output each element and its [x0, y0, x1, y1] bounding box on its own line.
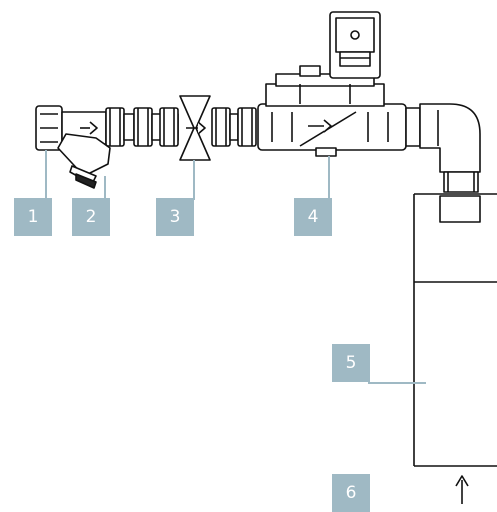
- leader-4: [328, 156, 330, 200]
- fitting-chain-a: [105, 107, 179, 147]
- flow-arrow-up: [455, 475, 469, 504]
- callout-2: 2: [72, 198, 110, 236]
- fitting-chain-b: [211, 107, 257, 147]
- leader-3: [193, 160, 195, 200]
- leader-5: [368, 382, 426, 384]
- water-tank: [413, 193, 497, 467]
- callout-5: 5: [332, 344, 370, 382]
- callout-1: 1: [14, 198, 52, 236]
- y-strainer: [57, 111, 111, 189]
- elbow-fitting: [405, 103, 481, 223]
- leader-2: [104, 176, 106, 200]
- leader-1: [45, 150, 47, 200]
- callout-6: 6: [332, 474, 370, 512]
- check-valve: [179, 95, 211, 161]
- callout-4: 4: [294, 198, 332, 236]
- callout-3: 3: [156, 198, 194, 236]
- inlet-nut: [35, 105, 63, 151]
- solenoid-valve: [257, 11, 407, 157]
